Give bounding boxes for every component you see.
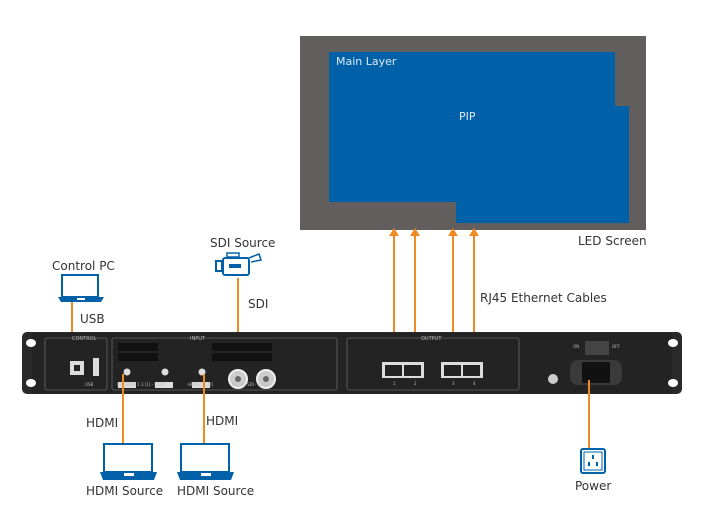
pip-label: PIP <box>459 110 476 123</box>
usb-port-label: USB <box>85 382 94 387</box>
rj45-cable-4 <box>473 232 475 368</box>
main-layer-label: Main Layer <box>336 55 397 68</box>
hdmi2-port-label: HDMI 1.3 [2] <box>188 382 214 387</box>
hdmi-label-1: HDMI <box>86 416 119 430</box>
rj45-cable-2 <box>414 232 416 368</box>
output-section-label: OUTPUT <box>421 336 442 342</box>
laptop-icon <box>100 443 157 480</box>
led-screen-label: LED Screen <box>578 234 647 248</box>
arrow-up-icon <box>389 228 399 236</box>
usb-cable <box>71 302 73 358</box>
laptop-icon <box>58 274 104 302</box>
hdmi-cable-2 <box>203 374 205 444</box>
control-section-label: CONTROL <box>72 336 97 342</box>
power-label: Power <box>575 479 612 493</box>
arrow-up-icon <box>469 228 479 236</box>
hdmi-label-2: HDMI <box>206 414 239 428</box>
usb-label: USB <box>80 312 105 326</box>
switch-on-label: ON <box>573 344 580 349</box>
output-port-1: 1 <box>393 381 396 386</box>
hdmi-cable-1 <box>122 374 124 444</box>
sdi-cable <box>237 278 239 358</box>
power-cable <box>588 380 590 448</box>
hdmi-source-2-label: HDMI Source <box>177 484 255 498</box>
rj45-cable-3 <box>452 232 454 368</box>
laptop-icon <box>177 443 234 480</box>
hdmi1-port-label: IN - HDMI 1.3 [1] - LOOP <box>117 382 166 387</box>
switch-off-label: OFF <box>612 344 620 349</box>
sdi-source-label: SDI Source <box>210 236 276 250</box>
sdi-label: SDI <box>248 297 269 311</box>
camera-icon <box>215 252 262 276</box>
power-outlet-icon <box>580 448 606 474</box>
device-rack-panel <box>22 332 682 394</box>
pip-layer: PIP <box>456 106 629 223</box>
sdi-port-label: IN - 3G SDI - LOOP <box>232 382 269 387</box>
arrow-up-icon <box>448 228 458 236</box>
output-port-3: 3 <box>452 381 455 386</box>
output-port-4: 4 <box>473 381 476 386</box>
control-pc-label: Control PC <box>52 259 115 273</box>
hdmi-source-1-label: HDMI Source <box>86 484 164 498</box>
input-section-label: INPUT <box>190 336 205 342</box>
rj45-label: RJ45 Ethernet Cables <box>480 291 607 305</box>
arrow-up-icon <box>410 228 420 236</box>
output-port-2: 2 <box>414 381 417 386</box>
rj45-cable-1 <box>393 232 395 368</box>
